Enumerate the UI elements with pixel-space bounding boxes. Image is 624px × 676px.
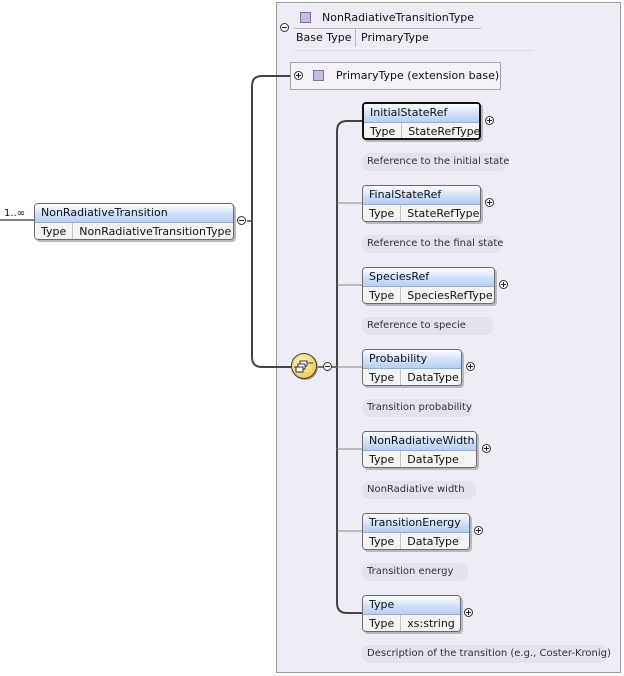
child-element-transitionenergy[interactable]: TransitionEnergy Type DataType: [362, 513, 470, 550]
type-value: DataType: [407, 535, 459, 548]
base-type-value: PrimaryType: [361, 31, 429, 44]
type-value: StateRefType: [407, 207, 480, 220]
root-element-name: NonRadiativeTransition: [35, 204, 233, 223]
extension-base-box[interactable]: [290, 62, 501, 90]
type-value: xs:string: [407, 617, 455, 630]
child-element-probability[interactable]: Probability Type DataType: [362, 349, 462, 386]
type-key: Type: [363, 533, 402, 549]
type-key: Type: [35, 223, 74, 239]
collapse-sequence-toggle[interactable]: [323, 362, 332, 371]
annotation-note: Reference to the initial state: [362, 153, 509, 171]
type-key: Type: [364, 123, 403, 138]
type-value: NonRadiativeTransitionType: [79, 225, 232, 238]
child-element-finalstateref[interactable]: FinalStateRef Type StateRefType: [362, 185, 481, 222]
divider: [294, 50, 534, 51]
expand-element-toggle[interactable]: [464, 608, 473, 617]
expand-extension-toggle[interactable]: [294, 71, 303, 80]
type-key: Type: [363, 205, 402, 221]
child-element-type[interactable]: Type Type xs:string: [362, 595, 461, 632]
complex-type-name: NonRadiativeTransitionType: [322, 11, 474, 24]
expand-element-toggle[interactable]: [499, 280, 508, 289]
square-type-icon: [313, 70, 324, 81]
annotation-note: Transition energy: [362, 563, 468, 581]
element-name: InitialStateRef: [364, 104, 479, 123]
child-element-initialstateref[interactable]: InitialStateRef Type StateRefType: [362, 102, 481, 140]
type-value: StateRefType: [408, 125, 481, 138]
element-name: Probability: [363, 350, 461, 369]
annotation-note: NonRadiative width: [362, 481, 476, 499]
expand-element-toggle[interactable]: [474, 526, 483, 535]
base-type-label: Base Type: [296, 31, 352, 44]
annotation-note: Reference to specie: [362, 317, 493, 335]
collapse-type-toggle[interactable]: [280, 23, 289, 32]
expand-element-toggle[interactable]: [485, 116, 494, 125]
extension-label: PrimaryType (extension base): [336, 69, 500, 82]
annotation-note: Reference to the final state: [362, 235, 503, 253]
root-element-box[interactable]: NonRadiativeTransition Type NonRadiative…: [34, 203, 234, 240]
element-name: Type: [363, 596, 460, 615]
child-element-speciesref[interactable]: SpeciesRef Type SpeciesRefType: [362, 267, 495, 304]
square-type-icon: [300, 12, 311, 23]
element-name: SpeciesRef: [363, 268, 494, 287]
divider: [294, 28, 481, 29]
annotation-note: Description of the transition (e.g., Cos…: [362, 645, 611, 663]
element-name: NonRadiativeWidth: [363, 432, 476, 451]
expand-element-toggle[interactable]: [482, 444, 491, 453]
occurrence-label: 1..∞: [4, 208, 26, 219]
expand-element-toggle[interactable]: [466, 362, 475, 371]
type-value: DataType: [407, 453, 459, 466]
type-key: Type: [363, 451, 402, 467]
type-value: DataType: [407, 371, 459, 384]
collapse-root-toggle[interactable]: [237, 216, 246, 225]
expand-element-toggle[interactable]: [485, 198, 494, 207]
type-value: SpeciesRefType: [407, 289, 493, 302]
type-key: Type: [363, 615, 402, 631]
divider: [355, 29, 356, 47]
child-element-nonradiativewidth[interactable]: NonRadiativeWidth Type DataType: [362, 431, 477, 468]
annotation-note: Transition probability: [362, 399, 472, 417]
element-name: FinalStateRef: [363, 186, 480, 205]
sequence-compositor-icon[interactable]: [291, 353, 317, 379]
element-name: TransitionEnergy: [363, 514, 469, 533]
type-key: Type: [363, 287, 402, 303]
type-key: Type: [363, 369, 402, 385]
